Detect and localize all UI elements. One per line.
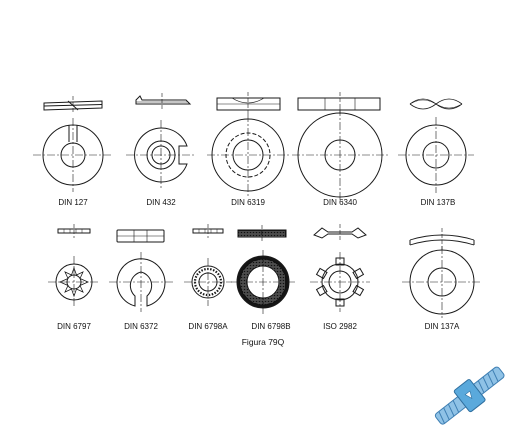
din-6798b-front-view — [231, 250, 295, 314]
label-din-6798a: DIN 6798A — [188, 322, 228, 331]
din-6798a-drawing — [184, 224, 232, 306]
label-din-432: DIN 432 — [146, 198, 176, 207]
din-127-drawing — [33, 96, 113, 192]
din-6372-front-view — [109, 252, 173, 312]
din-6798a-side-view — [192, 224, 224, 238]
label-din-127: DIN 127 — [58, 198, 88, 207]
din-127-side-view — [43, 96, 103, 114]
label-din-137b: DIN 137B — [420, 198, 456, 207]
din-127-front-view — [33, 118, 113, 192]
label-din-6319: DIN 6319 — [231, 198, 265, 207]
iso-2982-front-view — [310, 252, 370, 312]
din-6340-side-view — [297, 92, 381, 116]
din-6798b-drawing — [231, 225, 295, 314]
din-432-side-view — [135, 93, 192, 110]
din-432-drawing — [126, 93, 196, 190]
din-137b-side-view — [409, 98, 463, 110]
din-137a-front-view — [402, 246, 482, 318]
din-137b-drawing — [398, 98, 474, 193]
label-din-6798b: DIN 6798B — [251, 322, 291, 331]
din-432-front-view — [126, 120, 196, 190]
din-137b-front-view — [398, 117, 474, 193]
label-din-6340: DIN 6340 — [323, 198, 357, 207]
din-6319-front-view — [207, 114, 289, 196]
din-6797-side-view — [57, 224, 91, 238]
din-6372-side-view — [116, 229, 165, 243]
label-iso-2982: ISO 2982 — [323, 322, 357, 331]
din-6319-side-view — [216, 92, 281, 116]
din-6340-front-view — [292, 108, 388, 202]
din-6798b-side-view — [237, 225, 287, 242]
bolt-and-nut-icon — [434, 366, 505, 425]
din-6340-drawing — [292, 92, 388, 202]
label-din-6797: DIN 6797 — [57, 322, 91, 331]
label-din-6372: DIN 6372 — [124, 322, 158, 331]
iso-2982-side-view — [313, 224, 367, 242]
din-6797-drawing — [48, 224, 100, 308]
din-6372-drawing — [109, 229, 173, 312]
din-6319-drawing — [207, 92, 289, 196]
din-137a-drawing — [402, 228, 482, 318]
din-6797-front-view — [48, 256, 100, 308]
label-din-137a: DIN 137A — [424, 322, 460, 331]
din-6798a-front-view — [184, 258, 232, 306]
figure-caption: Figura 79Q — [241, 337, 285, 347]
iso-2982-drawing — [310, 224, 370, 312]
